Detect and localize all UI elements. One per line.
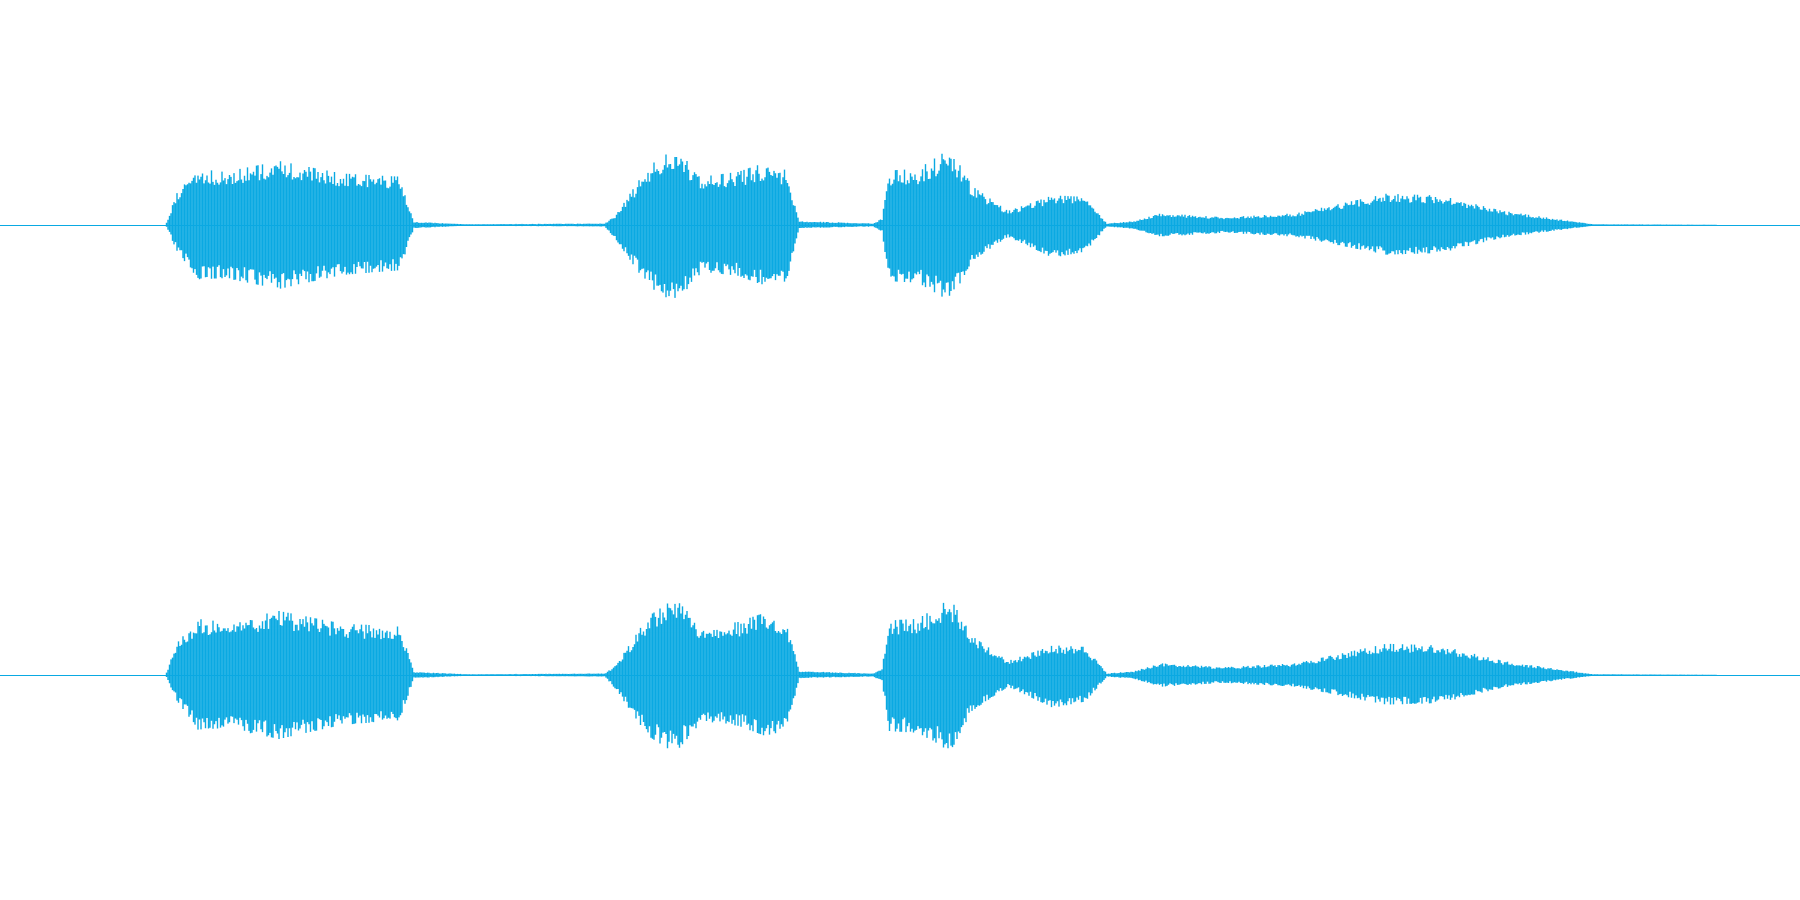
waveform-channel-1: [0, 153, 1800, 298]
waveform-channel-2: [0, 602, 1800, 749]
waveform-trace: [165, 602, 1717, 749]
waveform-trace: [165, 153, 1717, 298]
